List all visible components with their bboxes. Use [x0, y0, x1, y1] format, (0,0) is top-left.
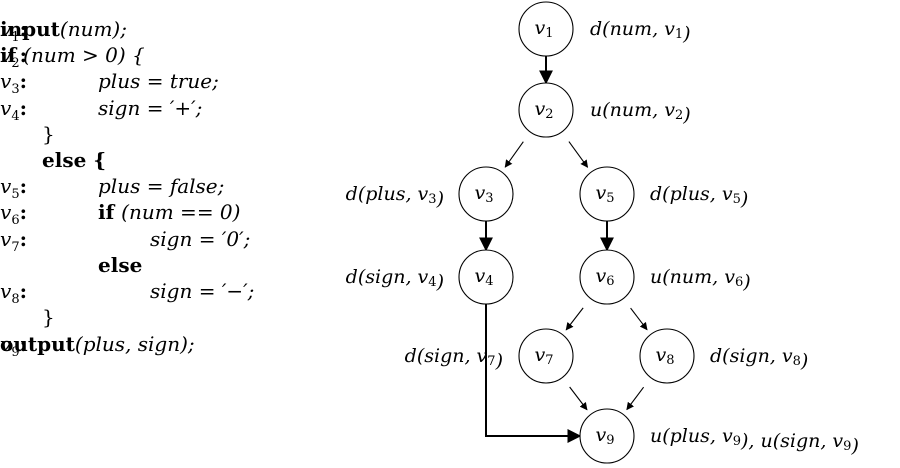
line-label: v2:: [0, 43, 27, 71]
code-statement: plus = false;: [98, 174, 225, 198]
code-statement: else: [98, 253, 143, 277]
code-statement: }: [42, 305, 55, 329]
line-label: v5:: [0, 174, 27, 202]
annotation-v5: d(plus, v5): [650, 183, 748, 210]
node-v7: [518, 328, 574, 384]
node-v1: [518, 1, 574, 57]
code-statement: if (num > 0) {: [0, 43, 145, 67]
annotation-v6: u(num, v6): [650, 266, 751, 293]
node-v5: [579, 166, 635, 222]
edge-v6-v8: [630, 307, 648, 331]
node-label-v1: v1: [534, 17, 553, 41]
code-statement: sign = ′+′;: [98, 96, 203, 120]
annotation-v3: d(plus, v3): [346, 183, 444, 210]
node-v2: [518, 82, 574, 138]
code-statement: sign = ′−′;: [150, 279, 255, 303]
code-statement: else {: [42, 148, 107, 172]
edge-v2-v3: [504, 141, 524, 168]
code-statement: }: [42, 122, 55, 146]
node-label-v7: v7: [534, 344, 553, 368]
node-label-v6: v6: [595, 265, 614, 289]
node-v4: [458, 249, 514, 305]
annotation-v1: d(num, v1): [590, 18, 691, 45]
line-label: v9:: [0, 332, 27, 360]
line-label: v3:: [0, 69, 27, 97]
node-label-v4: v4: [474, 265, 493, 289]
code-statement: plus = true;: [98, 69, 219, 93]
line-label: v6:: [0, 200, 27, 228]
line-label: v1:: [0, 17, 27, 45]
edge-v4-v9: [485, 304, 582, 443]
node-label-v3: v3: [474, 182, 493, 206]
node-label-v2: v2: [534, 98, 553, 122]
edge-v7-v9: [569, 386, 588, 411]
line-label: v7:: [0, 227, 27, 255]
annotation-v9: u(plus, v9), u(sign, v9): [650, 425, 859, 457]
node-v6: [579, 249, 635, 305]
edge-v2-v5: [568, 141, 589, 168]
node-v9: [579, 408, 635, 464]
line-label: v4:: [0, 96, 27, 124]
node-v3: [458, 166, 514, 222]
code-statement: input(num);: [0, 17, 127, 41]
annotation-v4: d(sign, v4): [346, 266, 444, 293]
annotation-v2: u(num, v2): [590, 99, 691, 126]
edge-v6-v7: [565, 307, 584, 331]
code-statement: if (num == 0): [98, 200, 241, 224]
code-statement: sign = ′0′;: [150, 227, 251, 251]
node-label-v5: v5: [595, 182, 614, 206]
annotation-v7: d(sign, v7): [405, 345, 503, 372]
node-label-v8: v8: [655, 344, 674, 368]
edge-v8-v9: [626, 386, 645, 411]
node-label-v9: v9: [595, 424, 614, 448]
code-statement: output(plus, sign);: [0, 332, 195, 356]
line-label: v8:: [0, 279, 27, 307]
node-v8: [639, 328, 695, 384]
annotation-v8: d(sign, v8): [710, 345, 808, 372]
